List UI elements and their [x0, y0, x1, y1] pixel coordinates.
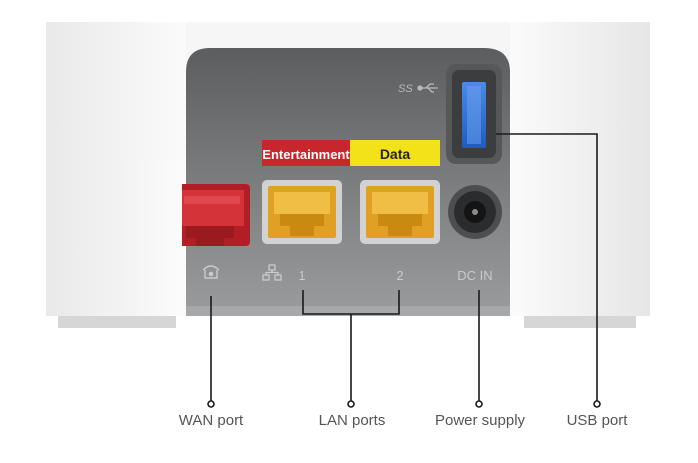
dc-in-mark: DC IN: [457, 268, 492, 283]
lan-port-1: [262, 180, 342, 244]
phone-icon: [202, 265, 220, 279]
entertainment-tag: [262, 140, 350, 166]
network-icon: [262, 264, 282, 281]
data-tag-label: Data: [380, 146, 411, 162]
leader-end-dots: [207, 400, 601, 408]
lan-2-mark: 2: [396, 268, 403, 283]
usb-port: [446, 64, 502, 164]
left-foot: [58, 316, 176, 328]
connector-panel: [186, 48, 510, 316]
data-tag: [350, 140, 440, 166]
leader-lines: [210, 133, 598, 402]
lan-1-mark: 1: [298, 268, 305, 283]
panel-bottom-edge: [186, 306, 510, 316]
entertainment-tag-label: Entertainment: [262, 147, 350, 162]
right-foot: [524, 316, 636, 328]
usb-icon: [417, 83, 438, 93]
router-body-left-edge: [46, 160, 182, 316]
lan-port-2: [360, 180, 440, 244]
usb-dot: [593, 400, 601, 408]
wan-dot: [207, 400, 215, 408]
usb-port-label: USB port: [566, 412, 628, 429]
power-dot: [475, 400, 483, 408]
usb-speed-mark: SS: [398, 83, 413, 95]
router-body-right-shade: [510, 22, 650, 316]
usb-leader: [496, 133, 598, 402]
power-supply-label: Power supply: [434, 412, 526, 429]
wan-port-label: WAN port: [178, 412, 244, 429]
dc-in-jack: [448, 185, 502, 239]
wan-port: [170, 184, 250, 246]
lan-dot: [347, 400, 355, 408]
lan-ports-label: LAN ports: [318, 412, 386, 429]
